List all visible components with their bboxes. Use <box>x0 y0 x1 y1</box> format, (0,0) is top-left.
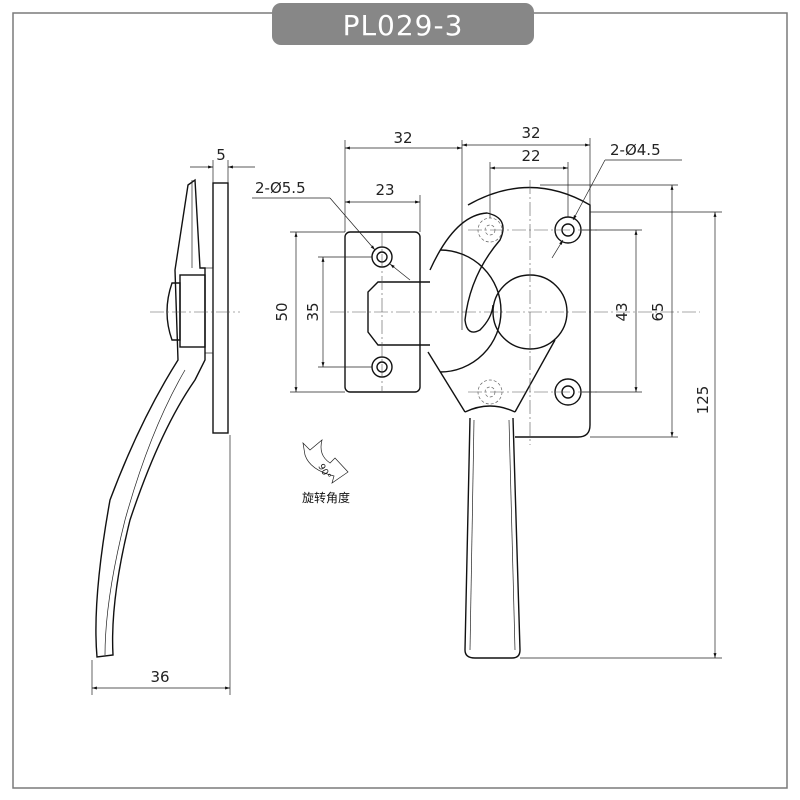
rotation-angle: 90° <box>315 463 332 482</box>
title-text: PL029-3 <box>343 9 464 42</box>
dim-strike-width-inner: 23 <box>345 181 421 232</box>
side-view <box>95 178 240 658</box>
dim-strike-height: 50 <box>273 231 345 393</box>
frame-border <box>12 12 788 789</box>
dim-label: 65 <box>649 302 667 321</box>
dim-label: 32 <box>393 129 412 147</box>
dim-label: 5 <box>216 146 226 164</box>
dim-strike-hole-spec: 2-Ø5.5 <box>252 179 411 281</box>
rotation-arrow-icon: 90° <box>302 439 349 484</box>
dim-body-width-outer: 32 <box>462 124 591 205</box>
dim-label: 35 <box>304 302 322 321</box>
rotation-label: 旋转角度 <box>302 490 350 505</box>
dim-label: 125 <box>694 386 712 415</box>
dim-body-hole-spec: 2-Ø4.5 <box>551 141 682 259</box>
title-badge: PL029-3 <box>272 3 534 45</box>
dim-body-hole-vertical: 43 <box>582 229 642 393</box>
dim-strike-width-outer: 32 <box>344 129 463 330</box>
dim-label: 32 <box>521 124 540 142</box>
dim-label: 50 <box>273 302 291 321</box>
dim-strike-hole-spacing: 35 <box>304 256 372 368</box>
dim-body-hole-spacing: 22 <box>489 147 569 218</box>
dim-handle-depth: 36 <box>91 435 231 695</box>
dim-label: 23 <box>375 181 394 199</box>
dim-label: 2-Ø5.5 <box>255 179 306 197</box>
strike-plate <box>330 231 700 393</box>
dim-plate-thickness: 5 <box>190 146 255 183</box>
latch-body <box>427 180 600 659</box>
dim-body-height: 65 <box>540 184 678 438</box>
dim-label: 22 <box>521 147 540 165</box>
dim-label: 43 <box>613 302 631 321</box>
dim-total-height: 125 <box>520 211 722 659</box>
dim-label: 36 <box>150 668 169 686</box>
dim-label: 2-Ø4.5 <box>610 141 661 159</box>
